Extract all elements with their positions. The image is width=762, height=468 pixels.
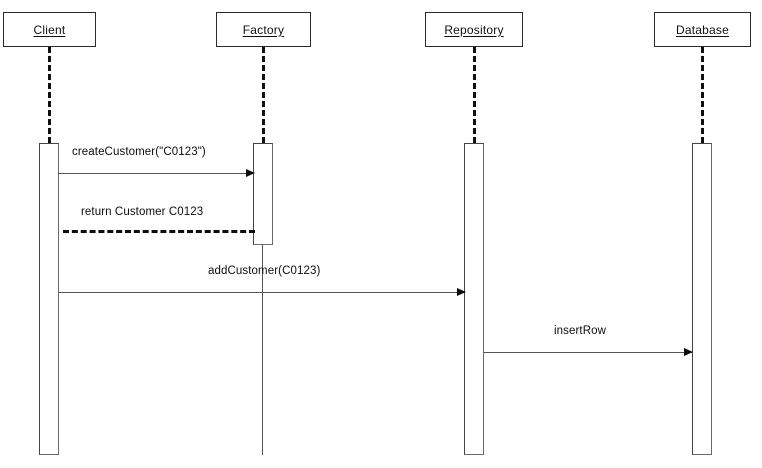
message-label-add-customer: addCustomer(C0123) [208, 265, 321, 277]
message-line [484, 352, 692, 353]
message-label-return-customer: return Customer C0123 [81, 206, 204, 218]
participant-box-repository[interactable]: Repository [425, 12, 523, 47]
message-line [59, 292, 465, 293]
activation-bar-factory[interactable] [253, 143, 273, 245]
message-line [59, 173, 254, 174]
participant-label-factory: Factory [242, 22, 285, 37]
arrowhead-icon [684, 348, 693, 356]
participant-label-client: Client [33, 22, 66, 37]
lifeline-factory-lower [262, 245, 263, 455]
message-line-dashed [63, 230, 255, 233]
arrowhead-icon [457, 288, 466, 296]
arrowhead-icon [246, 169, 255, 177]
participant-box-database[interactable]: Database [654, 12, 751, 47]
lifeline-repository [473, 47, 476, 143]
participant-box-factory[interactable]: Factory [216, 12, 311, 47]
activation-bar-client[interactable] [39, 143, 59, 455]
activation-bar-database[interactable] [692, 143, 712, 455]
participant-label-repository: Repository [444, 22, 504, 37]
participant-box-client[interactable]: Client [3, 12, 96, 47]
participant-label-database: Database [676, 22, 729, 37]
lifeline-client [48, 47, 51, 143]
lifeline-factory [262, 47, 265, 143]
message-label-create-customer: createCustomer("C0123") [72, 146, 206, 158]
message-label-insert-row: insertRow [554, 325, 607, 337]
activation-bar-repository[interactable] [464, 143, 484, 455]
lifeline-database [701, 47, 704, 143]
